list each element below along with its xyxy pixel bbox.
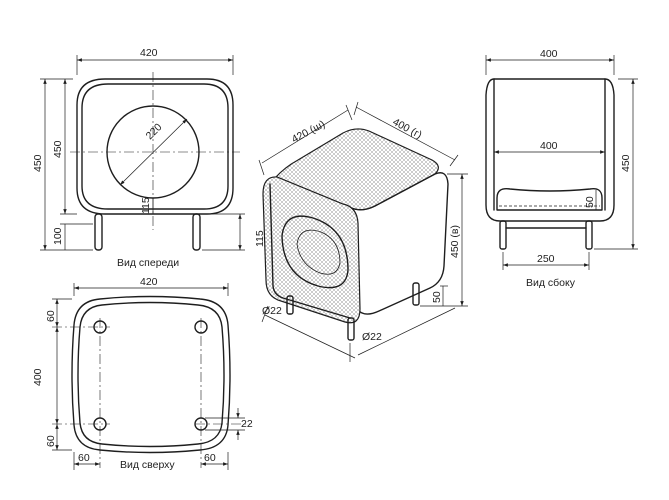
front-leg-right — [192, 213, 201, 251]
front-leg-left — [94, 213, 103, 251]
iso-leg-front-left — [286, 295, 294, 315]
top-depth-label: 400 — [32, 368, 44, 386]
front-hole-diameter-line — [119, 118, 188, 186]
front-hole-diameter-label: 220 — [144, 121, 165, 142]
iso-depth-label: 400 (г) — [391, 116, 424, 141]
front-view: 420 450 450 100 115 220 115 Вид спереди — [32, 47, 266, 269]
iso-leg-front-right — [347, 317, 355, 341]
side-width-top-label: 400 — [540, 48, 558, 60]
side-view-caption: Вид сбоку — [526, 277, 576, 289]
top-offset-left-label: 60 — [78, 452, 90, 464]
iso-hole-outer — [281, 215, 349, 289]
front-view-caption: Вид спереди — [117, 257, 179, 269]
iso-leg-diameter-2: Ø22 — [362, 331, 382, 343]
top-view-caption: Вид сверху — [120, 459, 175, 471]
top-width-label: 420 — [140, 276, 158, 288]
top-view: 420 60 400 60 60 60 22 Вид сверху — [32, 276, 253, 471]
iso-hole-inner — [296, 229, 341, 275]
top-offset-right-label: 60 — [204, 452, 216, 464]
iso-leg-diameter-1: Ø22 — [262, 305, 282, 317]
front-leg-height-right-label: 115 — [254, 230, 266, 247]
front-height-body-label: 450 — [52, 140, 64, 158]
front-height-total-label: 450 — [32, 154, 44, 172]
side-view: 400 400 250 450 50 Вид сбоку — [485, 48, 638, 289]
side-height-label: 450 — [620, 154, 632, 172]
iso-width-label: 420 (ш) — [290, 118, 327, 145]
side-width-inner-label: 400 — [540, 140, 558, 152]
side-leg-left — [499, 220, 507, 250]
front-leg-height-left-label: 100 — [52, 227, 64, 245]
top-body-inner — [77, 301, 225, 448]
iso-right-face — [348, 172, 449, 315]
top-offset-bottom-label: 60 — [45, 435, 57, 447]
top-body-outline — [71, 295, 231, 454]
side-leg-right — [585, 220, 593, 250]
top-leg-diameter-label: 22 — [241, 418, 253, 430]
front-body-outline — [76, 78, 234, 215]
iso-view: 420 (ш) 400 (г) 450 (в) 50 Ø22 Ø22 — [258, 101, 468, 362]
iso-leg-back-right — [412, 282, 420, 306]
top-offset-top-label: 60 — [45, 310, 57, 322]
iso-front-face-edge — [269, 183, 351, 319]
side-cushion-label: 50 — [584, 196, 596, 208]
iso-height-label: 450 (в) — [449, 225, 461, 258]
front-body-inner — [81, 83, 229, 210]
front-width-label: 420 — [140, 47, 158, 59]
side-body-outline — [485, 78, 615, 222]
side-width-bottom-label: 250 — [537, 253, 555, 265]
iso-leg-height-label: 50 — [431, 291, 443, 303]
side-cushion — [496, 188, 603, 211]
front-hole-offset-label: 115 — [140, 197, 152, 214]
